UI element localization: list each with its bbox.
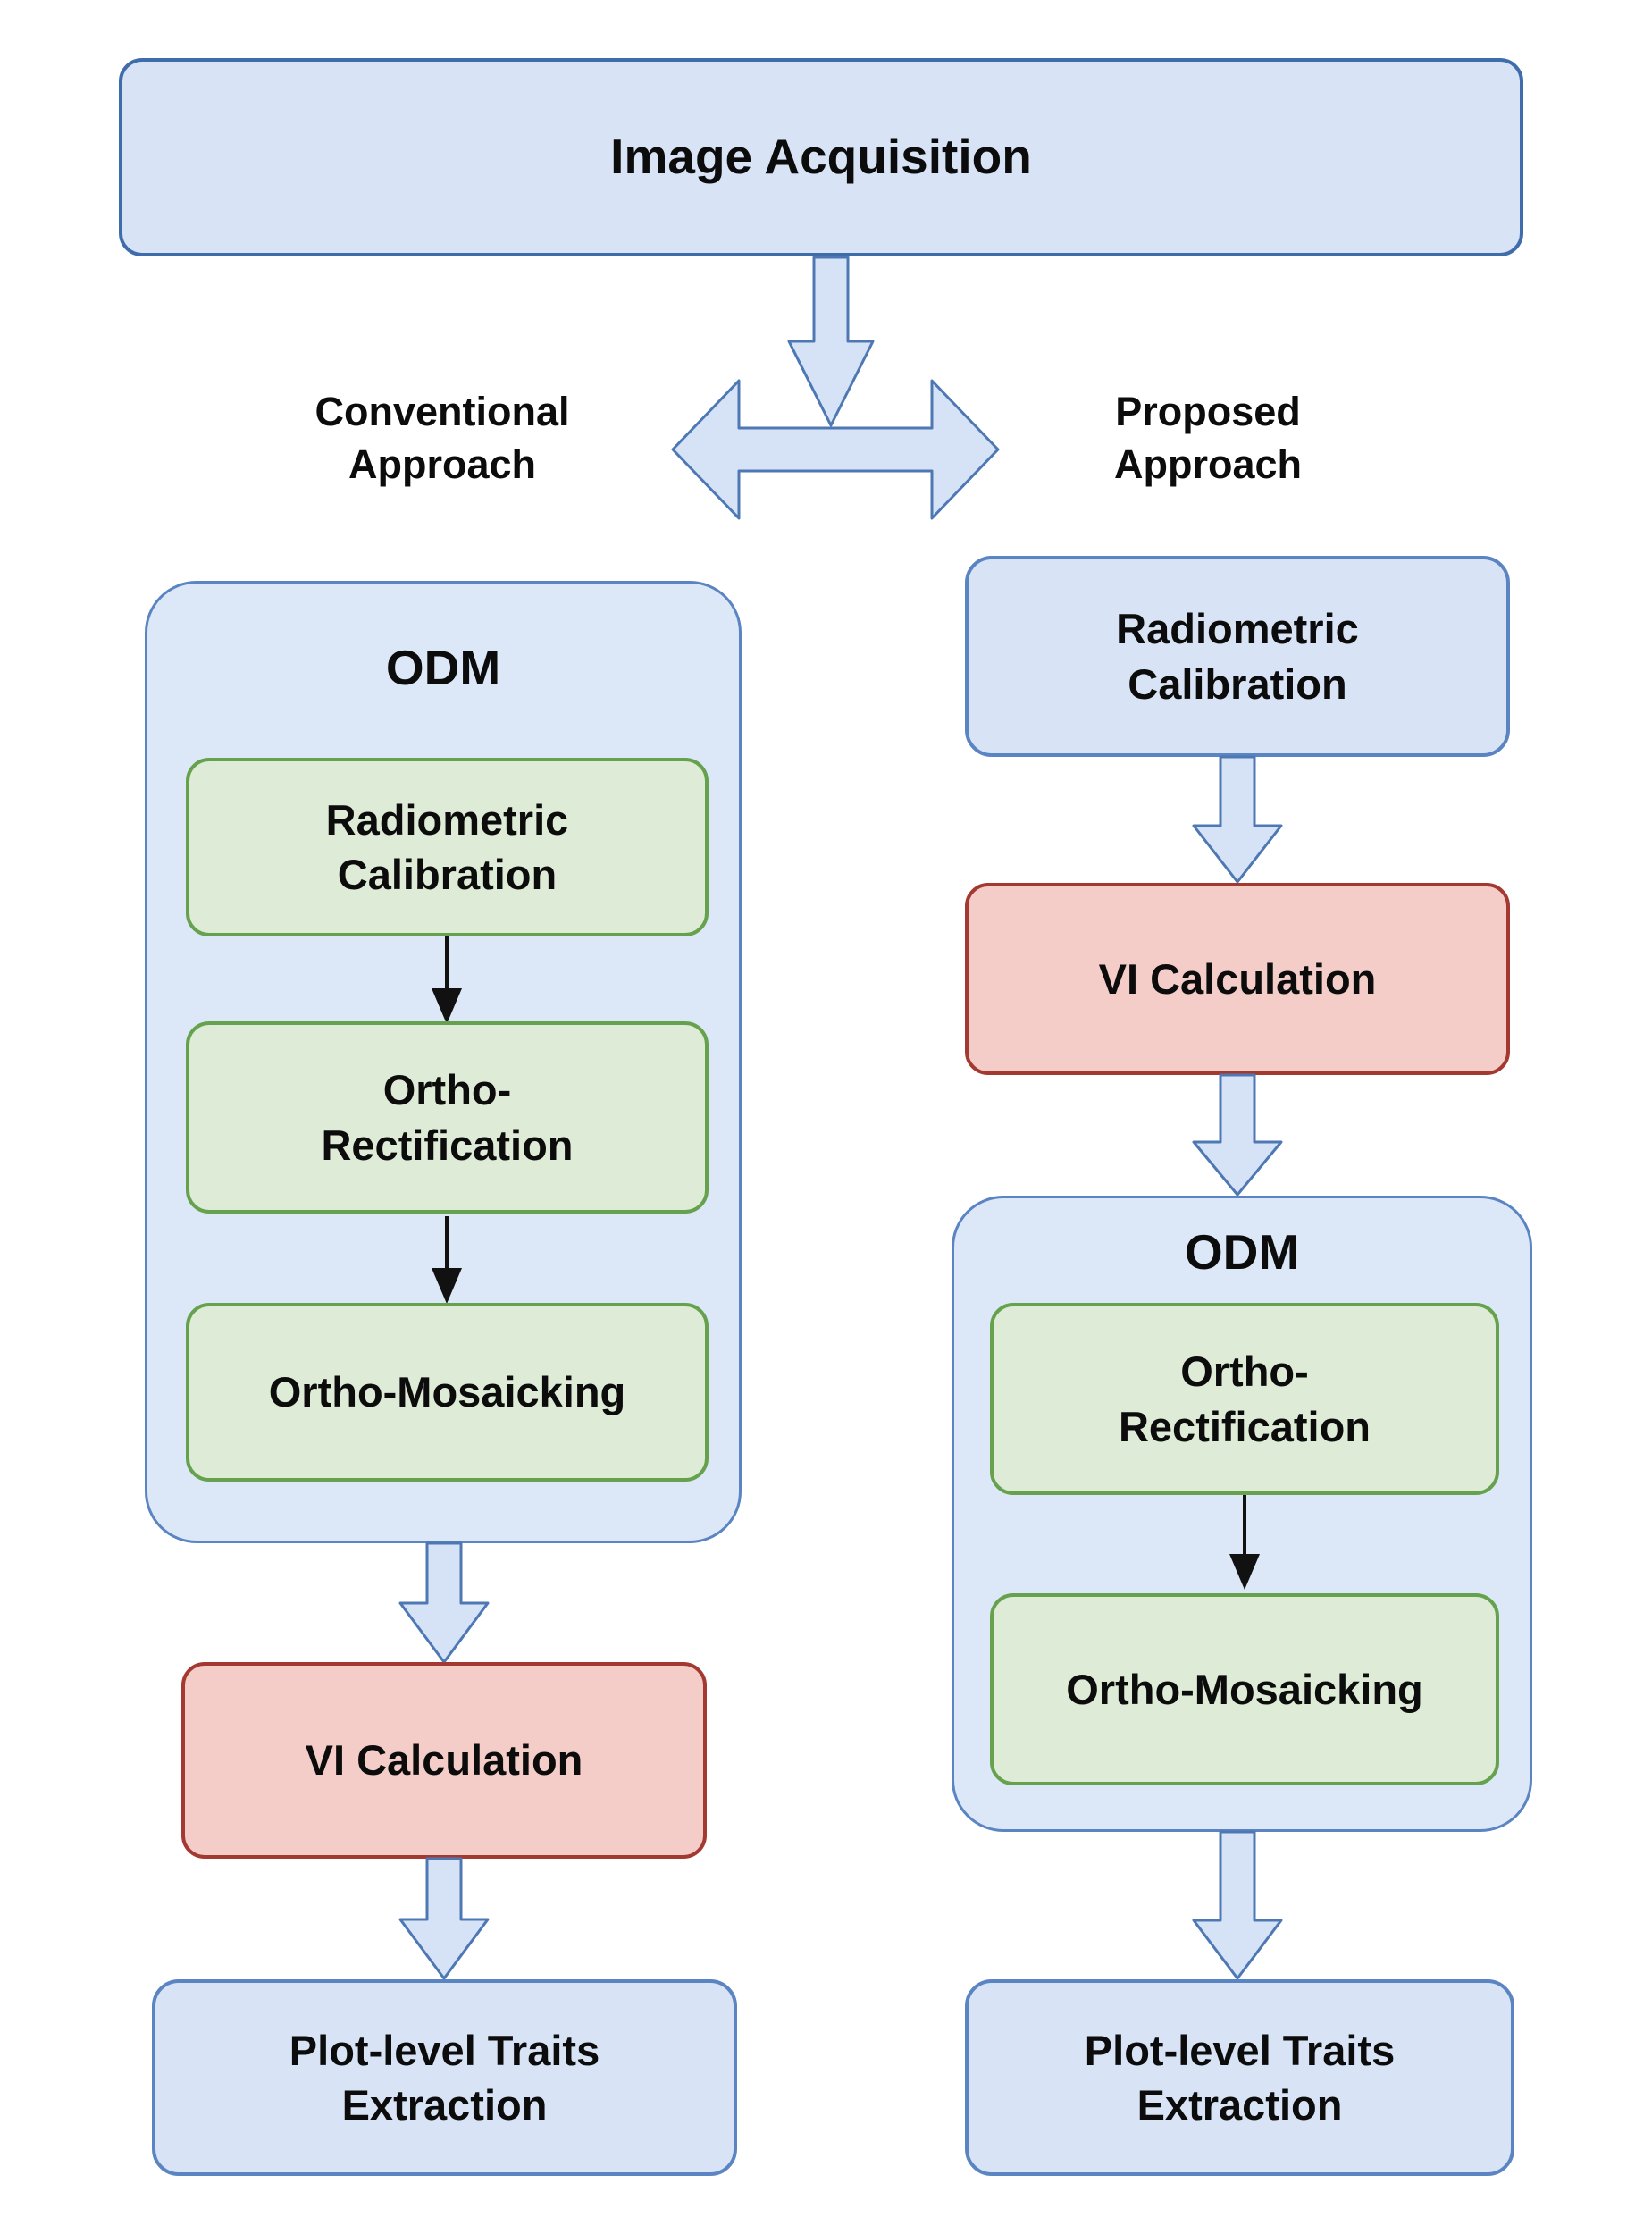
conventional-step-ortho-rectification: Ortho- Rectification xyxy=(186,1021,709,1214)
conventional-vi-calculation-box: VI Calculation xyxy=(181,1662,707,1859)
arrow-down-icon xyxy=(787,256,875,427)
conventional-step-ortho-mosaicking: Ortho-Mosaicking xyxy=(186,1303,709,1482)
conventional-step-radiometric-calibration: Radiometric Calibration xyxy=(186,758,709,936)
proposed-step-ortho-mosaicking: Ortho-Mosaicking xyxy=(990,1593,1499,1785)
arrow-down-icon xyxy=(1192,1830,1283,1980)
conventional-odm-title: ODM xyxy=(385,640,501,695)
arrow-down-thin-icon xyxy=(432,1216,462,1304)
arrow-down-thin-icon xyxy=(432,936,462,1024)
arrow-left-right-icon xyxy=(671,379,1000,520)
conventional-approach-label: Conventional Approach xyxy=(314,389,570,487)
proposed-approach-label: Proposed Approach xyxy=(1113,389,1302,487)
image-acquisition-box: Image Acquisition xyxy=(119,58,1523,256)
proposed-odm-container: ODM Ortho- Rectification Ortho-Mosaickin… xyxy=(952,1196,1532,1832)
arrow-down-icon xyxy=(1192,1073,1283,1197)
arrow-down-thin-icon xyxy=(1229,1495,1260,1590)
proposed-odm-title: ODM xyxy=(1184,1224,1300,1280)
arrow-down-icon xyxy=(398,1541,490,1664)
proposed-vi-calculation-box: VI Calculation xyxy=(965,883,1510,1075)
proposed-step-ortho-rectification: Ortho- Rectification xyxy=(990,1303,1499,1495)
conventional-plot-level-traits-box: Plot-level Traits Extraction xyxy=(152,1979,737,2176)
arrow-down-icon xyxy=(398,1857,490,1980)
proposed-step-radiometric-calibration: Radiometric Calibration xyxy=(965,556,1510,757)
arrow-down-icon xyxy=(1192,755,1283,884)
proposed-plot-level-traits-box: Plot-level Traits Extraction xyxy=(965,1979,1514,2176)
conventional-odm-container: ODM Radiometric Calibration Ortho- Recti… xyxy=(145,581,742,1543)
